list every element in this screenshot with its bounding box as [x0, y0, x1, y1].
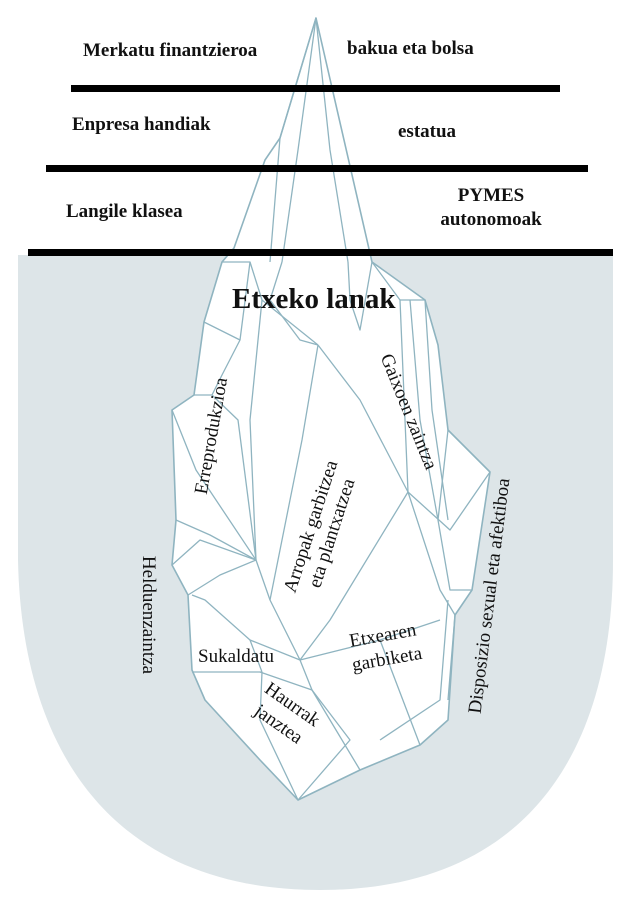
top-layer-bar	[71, 85, 560, 92]
facet-line	[299, 491, 409, 661]
layer-bars	[28, 85, 613, 256]
middle-layer-bar	[46, 165, 588, 172]
large-companies-label: Enpresa handiak	[72, 114, 211, 135]
facet-line	[175, 519, 257, 561]
facet-line	[447, 614, 456, 701]
facet-line	[259, 671, 299, 801]
facet-line	[317, 344, 409, 493]
facet-line	[222, 261, 319, 346]
facet-line	[269, 17, 317, 263]
facet-line	[269, 344, 319, 601]
financial-market-label: Merkatu finantzieroa	[83, 40, 258, 61]
facet-line	[211, 394, 257, 561]
facet-line	[211, 261, 251, 396]
elder-care-label: Helduenzaintza	[138, 555, 159, 675]
iceberg	[171, 17, 491, 801]
self-employed-label: autonomoak	[440, 209, 542, 230]
housework-title: Etxeko lanak	[232, 283, 396, 315]
facet-line	[281, 17, 317, 263]
facet-line	[424, 299, 449, 521]
iceberg-outline	[171, 17, 491, 801]
facet-line	[297, 689, 351, 801]
iceberg-facets	[171, 17, 491, 801]
facet-line	[269, 261, 319, 346]
facet-line	[379, 639, 421, 746]
facet-line	[191, 594, 263, 673]
bottom-layer-bar	[28, 249, 613, 256]
facet-line	[249, 299, 263, 561]
facet-line	[255, 559, 301, 661]
facet-line	[379, 599, 449, 741]
facet-line	[203, 321, 241, 341]
facet-line	[171, 409, 257, 561]
facet-line	[171, 539, 257, 566]
facet-line	[311, 689, 361, 771]
state-label: estatua	[398, 121, 457, 142]
facet-line	[315, 17, 349, 263]
facet-line	[409, 299, 449, 521]
facet-line	[407, 471, 491, 531]
sme-self-employed-label: PYMES autonomoak	[421, 184, 561, 232]
facet-line	[347, 261, 373, 331]
cooking-label: Sukaldatu	[198, 646, 274, 667]
working-class-label: Langile klasea	[66, 201, 183, 222]
facet-line	[437, 519, 472, 591]
sme-label: PYMES	[457, 185, 525, 206]
facet-line	[187, 559, 257, 596]
facet-line	[407, 491, 456, 616]
banks-stock-label: bakua eta bolsa	[347, 38, 474, 59]
facet-line	[249, 639, 301, 661]
